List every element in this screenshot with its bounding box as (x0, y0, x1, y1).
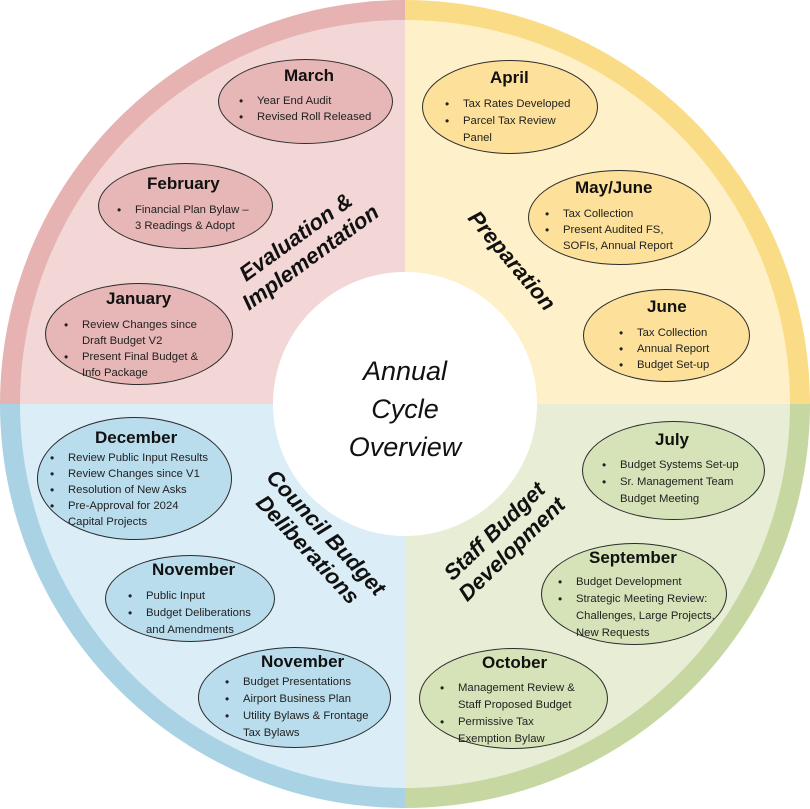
april-title: April (490, 68, 529, 87)
bullet-continuation: and Amendments (146, 624, 234, 636)
bullet-continuation: New Requests (576, 627, 650, 639)
september-items: Budget DevelopmentStrategic Meeting Revi… (556, 574, 715, 642)
bullet-item: Parcel Tax Review (443, 113, 570, 130)
bullet-item: Strategic Meeting Review: (556, 591, 715, 608)
bullet-item: Pre-Approval for 2024 (48, 498, 208, 514)
center-hub (273, 272, 537, 536)
center-title: Annual Cycle Overview (280, 352, 530, 466)
bullet-item: Public Input (126, 588, 251, 605)
september-oval: September Budget DevelopmentStrategic Me… (541, 543, 727, 645)
april-items: Tax Rates DevelopedParcel Tax ReviewPane… (443, 96, 570, 147)
bullet-item: Revised Roll Released (237, 109, 371, 125)
june-items: Tax CollectionAnnual ReportBudget Set-up (617, 325, 709, 373)
november-presentations-title: November (261, 652, 345, 671)
bullet-item: Budget Presentations (223, 674, 369, 691)
mayjune-items: Tax CollectionPresent Audited FS, SOFIs, … (543, 206, 673, 254)
bullet-item: Present Audited FS, (543, 222, 673, 238)
march-oval: March Year End AuditRevised Roll Release… (218, 59, 393, 144)
bullet-continuation: Draft Budget V2 (82, 335, 163, 347)
december-title: December (95, 428, 178, 447)
bullet-item: Review Public Input Results (48, 450, 208, 466)
october-title: October (482, 653, 548, 672)
bullet-item: Airport Business Plan (223, 691, 369, 708)
bullet-item: Management Review & (438, 680, 575, 697)
bullet-item: Utility Bylaws & Frontage (223, 708, 369, 725)
november-deliberations-title: November (152, 560, 236, 579)
october-items: Management Review & Staff Proposed Budget… (438, 680, 575, 748)
bullet-item: Financial Plan Bylaw – (115, 202, 249, 218)
bullet-item: Budget Set-up (617, 357, 709, 373)
bullet-continuation: Exemption Bylaw (458, 733, 545, 745)
bullet-item: Year End Audit (237, 93, 371, 109)
bullet-item: Sr. Management Team (600, 474, 739, 491)
bullet-item: Tax Rates Developed (443, 96, 570, 113)
february-oval: February Financial Plan Bylaw – 3 Reading… (98, 163, 273, 249)
july-title: July (655, 430, 690, 449)
bullet-continuation: Info Package (82, 367, 148, 379)
bullet-item: Budget Systems Set-up (600, 457, 739, 474)
september-title: September (589, 548, 677, 567)
mayjune-title: May/June (575, 178, 653, 197)
april-oval: April Tax Rates DevelopedParcel Tax Revi… (422, 60, 598, 154)
bullet-item: Budget Deliberations (126, 605, 251, 622)
bullet-continuation: Tax Bylaws (243, 727, 300, 739)
bullet-item: Tax Collection (617, 325, 709, 341)
november-presentations-items: Budget PresentationsAirport Business Pla… (223, 674, 369, 742)
bullet-continuation: Staff Proposed Budget (458, 699, 572, 711)
november-deliberations-items: Public InputBudget Deliberations and Amen… (126, 588, 251, 639)
bullet-item: Review Changes since (62, 317, 198, 333)
mayjune-oval: May/June Tax CollectionPresent Audited F… (528, 170, 711, 265)
june-title: June (647, 297, 687, 316)
bullet-item: Budget Development (556, 574, 715, 591)
february-title: February (147, 174, 220, 193)
center-title-line3: Overview (348, 432, 462, 462)
bullet-continuation: Challenges, Large Projects, (576, 610, 715, 622)
bullet-item: Tax Collection (543, 206, 673, 222)
october-oval: October Management Review & Staff Propose… (419, 648, 608, 749)
bullet-continuation: Panel (463, 132, 492, 144)
july-items: Budget Systems Set-upSr. Management Team… (600, 457, 739, 508)
december-oval: December Review Public Input ResultsRevi… (37, 417, 232, 540)
bullet-item: Annual Report (617, 341, 709, 357)
bullet-item: Resolution of New Asks (48, 482, 208, 498)
bullet-continuation: Budget Meeting (620, 493, 700, 505)
june-oval: June Tax CollectionAnnual ReportBudget S… (583, 289, 750, 382)
bullet-item: Present Final Budget & (62, 349, 198, 365)
march-items: Year End AuditRevised Roll Released (237, 93, 371, 125)
november-presentations-oval: November Budget PresentationsAirport Bus… (198, 647, 391, 748)
march-title: March (284, 66, 335, 85)
center-title-line1: Annual (362, 356, 448, 386)
february-items: Financial Plan Bylaw – 3 Readings & Adopt (115, 202, 249, 234)
bullet-item: Review Changes since V1 (48, 466, 208, 482)
january-title: January (106, 289, 172, 308)
bullet-continuation: SOFIs, Annual Report (563, 240, 673, 252)
bullet-item: Permissive Tax (438, 714, 575, 731)
july-oval: July Budget Systems Set-upSr. Management… (582, 421, 765, 520)
november-deliberations-oval: November Public InputBudget Deliberation… (105, 555, 275, 642)
december-items: Review Public Input ResultsReview Change… (48, 450, 208, 530)
bullet-continuation: 3 Readings & Adopt (135, 220, 235, 232)
center-title-line2: Cycle (371, 394, 439, 424)
bullet-continuation: Capital Projects (68, 516, 148, 528)
